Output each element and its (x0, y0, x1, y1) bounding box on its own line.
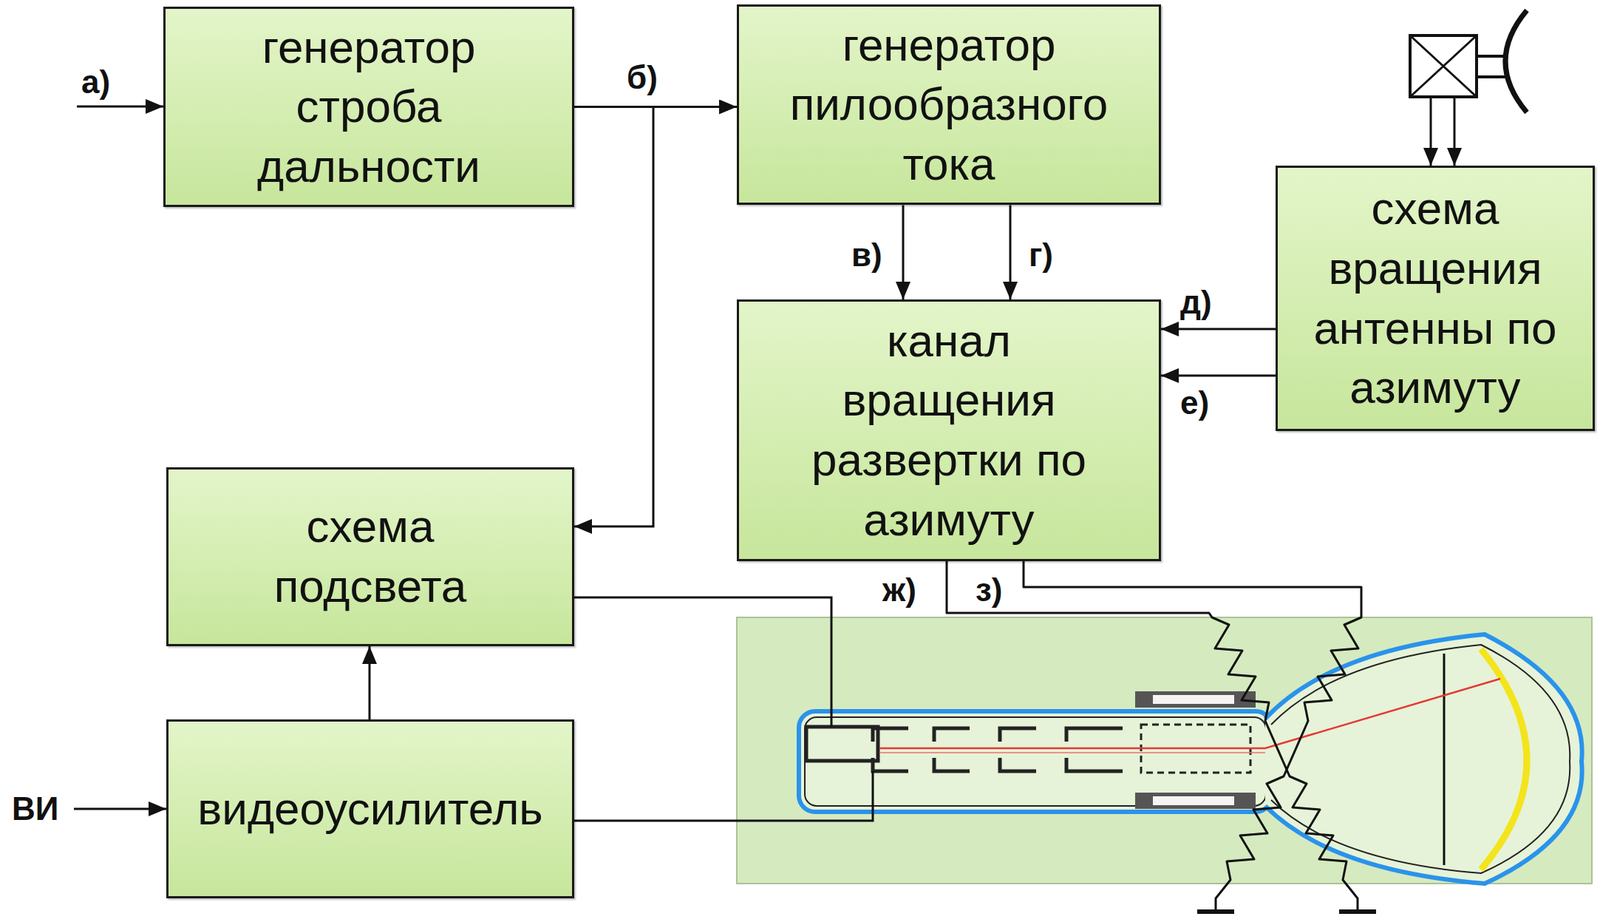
signal-label: а) (79, 65, 112, 100)
antenna-arrow (1430, 96, 1433, 166)
signal-label: е) (1178, 385, 1211, 420)
wire (574, 770, 873, 821)
signal-arrow (1161, 374, 1276, 377)
signal-label: з) (974, 572, 1005, 607)
antenna-drive-symbol (1410, 35, 1477, 97)
electron-beam (879, 751, 1266, 754)
deflection-coil-wire (946, 560, 1358, 911)
signal-arrow (368, 645, 371, 720)
signal-arrow (1161, 328, 1276, 331)
deflection-coil-wire (1023, 560, 1362, 911)
signal-arrow (574, 107, 654, 527)
box-text: схема вращения антенны по азимуту (1294, 178, 1576, 417)
crt-anode (999, 727, 1037, 771)
ground-symbol (1339, 909, 1377, 914)
ground-symbol (1197, 909, 1235, 914)
signal-arrow (1009, 204, 1012, 300)
crt-anode (934, 727, 970, 771)
signal-label: ж) (880, 572, 918, 607)
antenna-arrow (1453, 96, 1456, 166)
signal-label: д) (1178, 285, 1214, 320)
antenna-drive-symbol (1410, 35, 1477, 97)
crt-cathode (806, 726, 878, 761)
crt-anode (1066, 727, 1123, 771)
process-box: канал вращения развертки по азимуту (736, 299, 1162, 561)
crt-grid (872, 727, 909, 771)
process-box: схема вращения антенны по азимуту (1275, 165, 1595, 431)
process-box: видеоусилитель (166, 719, 575, 898)
focus-coil (1152, 694, 1235, 704)
crt-bulb (1265, 634, 1583, 884)
process-box: генератор строба дальности (163, 6, 575, 208)
crt-neck (798, 710, 1272, 812)
signal-label: в) (849, 237, 884, 272)
crt-panel (736, 617, 1592, 884)
signal-label: г) (1027, 237, 1055, 272)
antenna-drive-symbol (1410, 35, 1477, 97)
focus-coil (1152, 795, 1235, 805)
process-box: схема подсвета (166, 467, 575, 646)
crt-bulb-inner (1271, 644, 1570, 873)
box-text: канал вращения развертки по азимуту (782, 311, 1116, 550)
box-text: генератор строба дальности (224, 17, 513, 197)
signal-label: б) (625, 60, 660, 95)
antenna-feed (1476, 75, 1508, 79)
box-text: генератор пилообразного тока (771, 15, 1127, 195)
input-arrow (73, 807, 167, 810)
electron-beam (879, 678, 1501, 748)
focus-coil (1135, 792, 1256, 809)
box-text: схема подсвета (244, 496, 496, 616)
focus-coil (1135, 690, 1256, 708)
box-text: видеоусилитель (197, 778, 543, 839)
signal-label: ВИ (10, 791, 60, 826)
wire (574, 597, 832, 727)
crt-screen (1443, 653, 1446, 865)
antenna-reflector (1505, 10, 1527, 113)
process-box: генератор пилообразного тока (736, 4, 1162, 206)
input-arrow (76, 105, 164, 108)
signal-arrow (902, 204, 905, 300)
